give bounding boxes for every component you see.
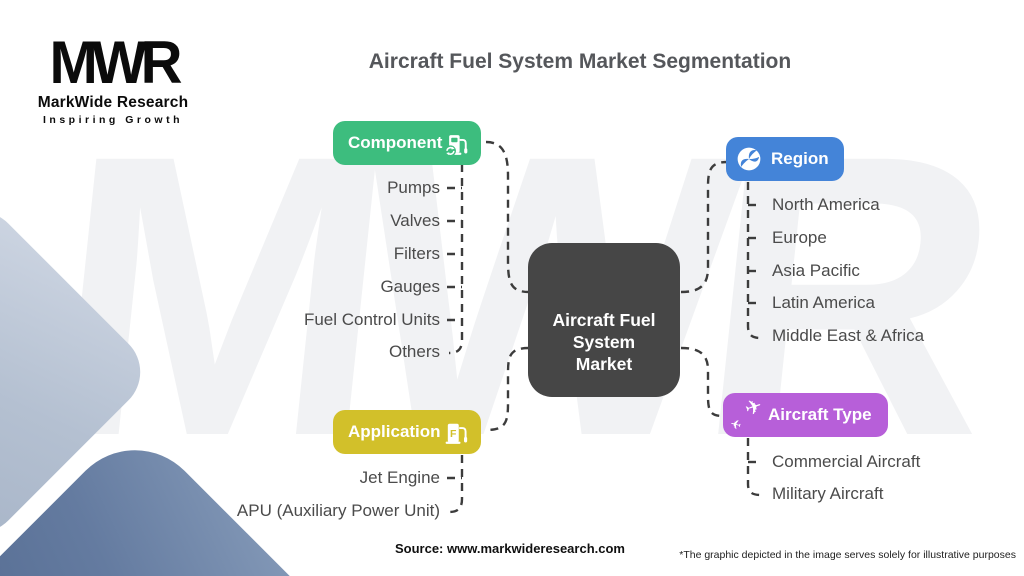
spine-aircraft-type: [746, 438, 762, 497]
segment-item-middle-east-africa: Middle East & Africa: [772, 326, 925, 345]
disclaimer-text: *The graphic depicted in the image serve…: [679, 549, 1016, 561]
aircraft-icon: ✈✈: [728, 392, 766, 435]
fuel-pump-f-icon: F: [443, 418, 471, 446]
logo-name: MarkWide Research: [37, 94, 189, 111]
branch-pill-region: Region: [726, 137, 844, 181]
source-text: Source: www.markwideresearch.com: [394, 541, 625, 556]
segment-item-apu: APU (Auxiliary Power Unit): [236, 501, 440, 520]
branch-label: Application: [348, 422, 441, 441]
spine-component: [448, 164, 464, 355]
segment-item-north-america: North America: [772, 195, 880, 214]
svg-text:F: F: [450, 428, 457, 440]
segment-item-filters: Filters: [393, 244, 440, 263]
segment-item-pumps: Pumps: [387, 178, 440, 197]
segment-item-fuel-control-units: Fuel Control Units: [303, 310, 440, 329]
center-node-line: System: [572, 332, 636, 352]
connector-component-curve: [485, 140, 530, 294]
center-node-line: Aircraft Fuel: [552, 310, 656, 330]
page-title: Aircraft Fuel System Market Segmentation: [368, 50, 792, 73]
globe-icon: [735, 145, 763, 173]
segment-item-latin-america: Latin America: [772, 293, 875, 312]
segment-item-others: Others: [388, 342, 440, 361]
logo-acronym: MWR: [49, 28, 183, 97]
segment-item-commercial-aircraft: Commercial Aircraft: [772, 452, 921, 471]
segment-item-military-aircraft: Military Aircraft: [772, 484, 884, 503]
spine-region: [746, 182, 762, 340]
segment-item-valves: Valves: [390, 211, 440, 230]
branch-pill-aircraft-type: ✈✈ Aircraft Type: [723, 393, 888, 437]
connector-region-curve: [680, 160, 729, 294]
branch-label: Component: [348, 133, 443, 152]
segment-item-jet-engine: Jet Engine: [359, 468, 440, 487]
logo-tagline: Inspiring Growth: [43, 114, 183, 126]
fuel-pump-refresh-icon: [443, 129, 471, 157]
markwide-logo: MWR MarkWide Research Inspiring Growth: [28, 28, 198, 126]
center-node: Aircraft Fuel System Market: [528, 243, 680, 397]
segment-item-gauges: Gauges: [380, 277, 440, 296]
segment-item-europe: Europe: [772, 228, 827, 247]
branch-label: Aircraft Type: [768, 405, 872, 424]
segment-item-asia-pacific: Asia Pacific: [772, 261, 860, 280]
connector-aircraft-curve: [680, 346, 724, 418]
branch-label: Region: [771, 149, 829, 168]
spine-application: [448, 455, 464, 514]
branch-pill-application: Application F: [333, 410, 481, 454]
connector-application-curve: [485, 346, 530, 432]
center-node-line: Market: [575, 354, 633, 374]
branch-pill-component: Component: [333, 121, 481, 165]
